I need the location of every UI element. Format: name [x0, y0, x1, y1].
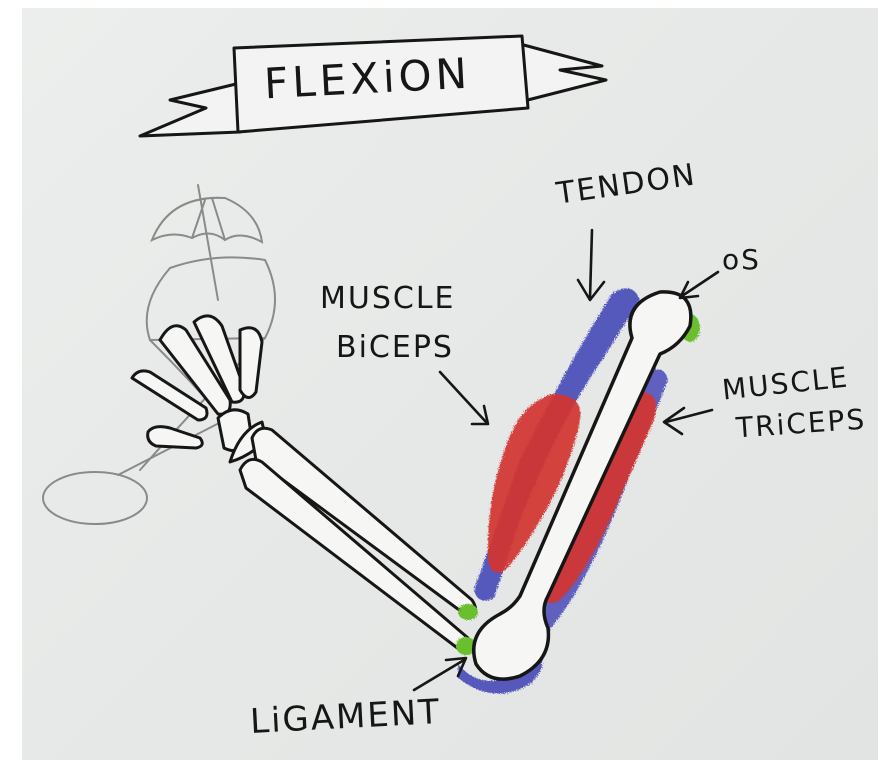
arrow-ligament [414, 658, 466, 690]
arrow-os [680, 272, 718, 298]
label-ligament: LiGAMENT [249, 695, 442, 739]
arrow-tendon [578, 230, 604, 300]
arrow-triceps [664, 408, 712, 434]
hand-bones [132, 316, 266, 462]
ligament-elbow-top [458, 604, 478, 620]
label-os: oS [722, 246, 761, 274]
forearm-bones [240, 428, 476, 650]
label-biceps-line2: BiCEPS [336, 333, 454, 363]
page-title: FLEXiON [263, 53, 472, 106]
arrow-biceps [440, 372, 488, 424]
label-biceps-line1: MUSCLE [320, 284, 456, 314]
